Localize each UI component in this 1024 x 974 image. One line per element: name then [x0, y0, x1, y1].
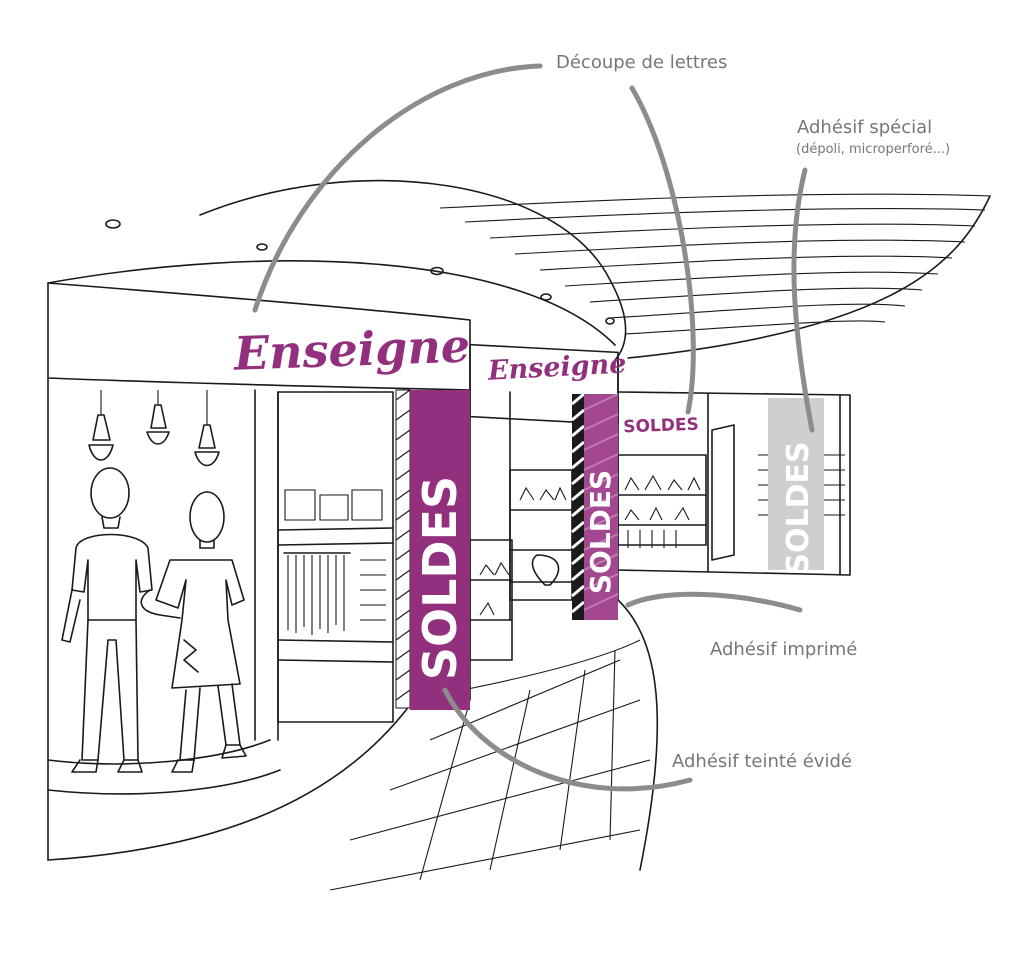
downlight [540, 293, 552, 301]
downlight [256, 243, 268, 251]
tinted-adhesive-panel [571, 392, 619, 620]
ceiling-soffit-lower [47, 260, 616, 346]
label-special-adhesive: Adhésif spécial [797, 117, 932, 138]
ceiling [47, 179, 991, 361]
label-letter-cut: Découpe de lettres [556, 52, 727, 73]
downlight [430, 266, 444, 276]
mannequin-man [61, 467, 153, 773]
downlight [105, 219, 121, 229]
callout-printed [625, 591, 803, 613]
tinted-adhesive-text: SOLDES [584, 470, 617, 594]
ceiling-slats [439, 193, 991, 359]
label-tinted-adhesive: Adhésif teinté évidé [672, 751, 852, 772]
callout-special [791, 167, 815, 433]
callout-letter-cut-2 [629, 85, 696, 415]
letter-cut-text: SOLDES [623, 415, 699, 438]
printed-adhesive-text: SOLDES [413, 476, 467, 680]
main-sign-text: Enseigne [231, 318, 471, 380]
pendant-lamp [146, 390, 170, 445]
secondary-sign-text: Enseigne [486, 348, 627, 386]
special-adhesive-text: SOLDES [781, 441, 816, 574]
printed-adhesive-panel [395, 389, 470, 710]
printed-adhesive-purple [410, 390, 470, 710]
pendant-lamp [194, 390, 220, 467]
floor [329, 599, 659, 891]
downlight [605, 317, 615, 325]
interior-center [469, 389, 573, 701]
callout-letter-cut [252, 63, 543, 313]
callout-tinted [442, 687, 693, 792]
label-special-adhesive-sub: (dépoli, microperforé...) [796, 142, 950, 157]
pendant-lamp [88, 390, 114, 461]
interior-left [277, 391, 394, 723]
show-window [47, 377, 411, 861]
callouts [252, 63, 815, 792]
special-adhesive-panel [768, 398, 824, 570]
ceiling-soffit [199, 179, 627, 361]
label-printed-adhesive: Adhésif imprimé [710, 639, 857, 660]
mannequin-woman [140, 491, 247, 773]
